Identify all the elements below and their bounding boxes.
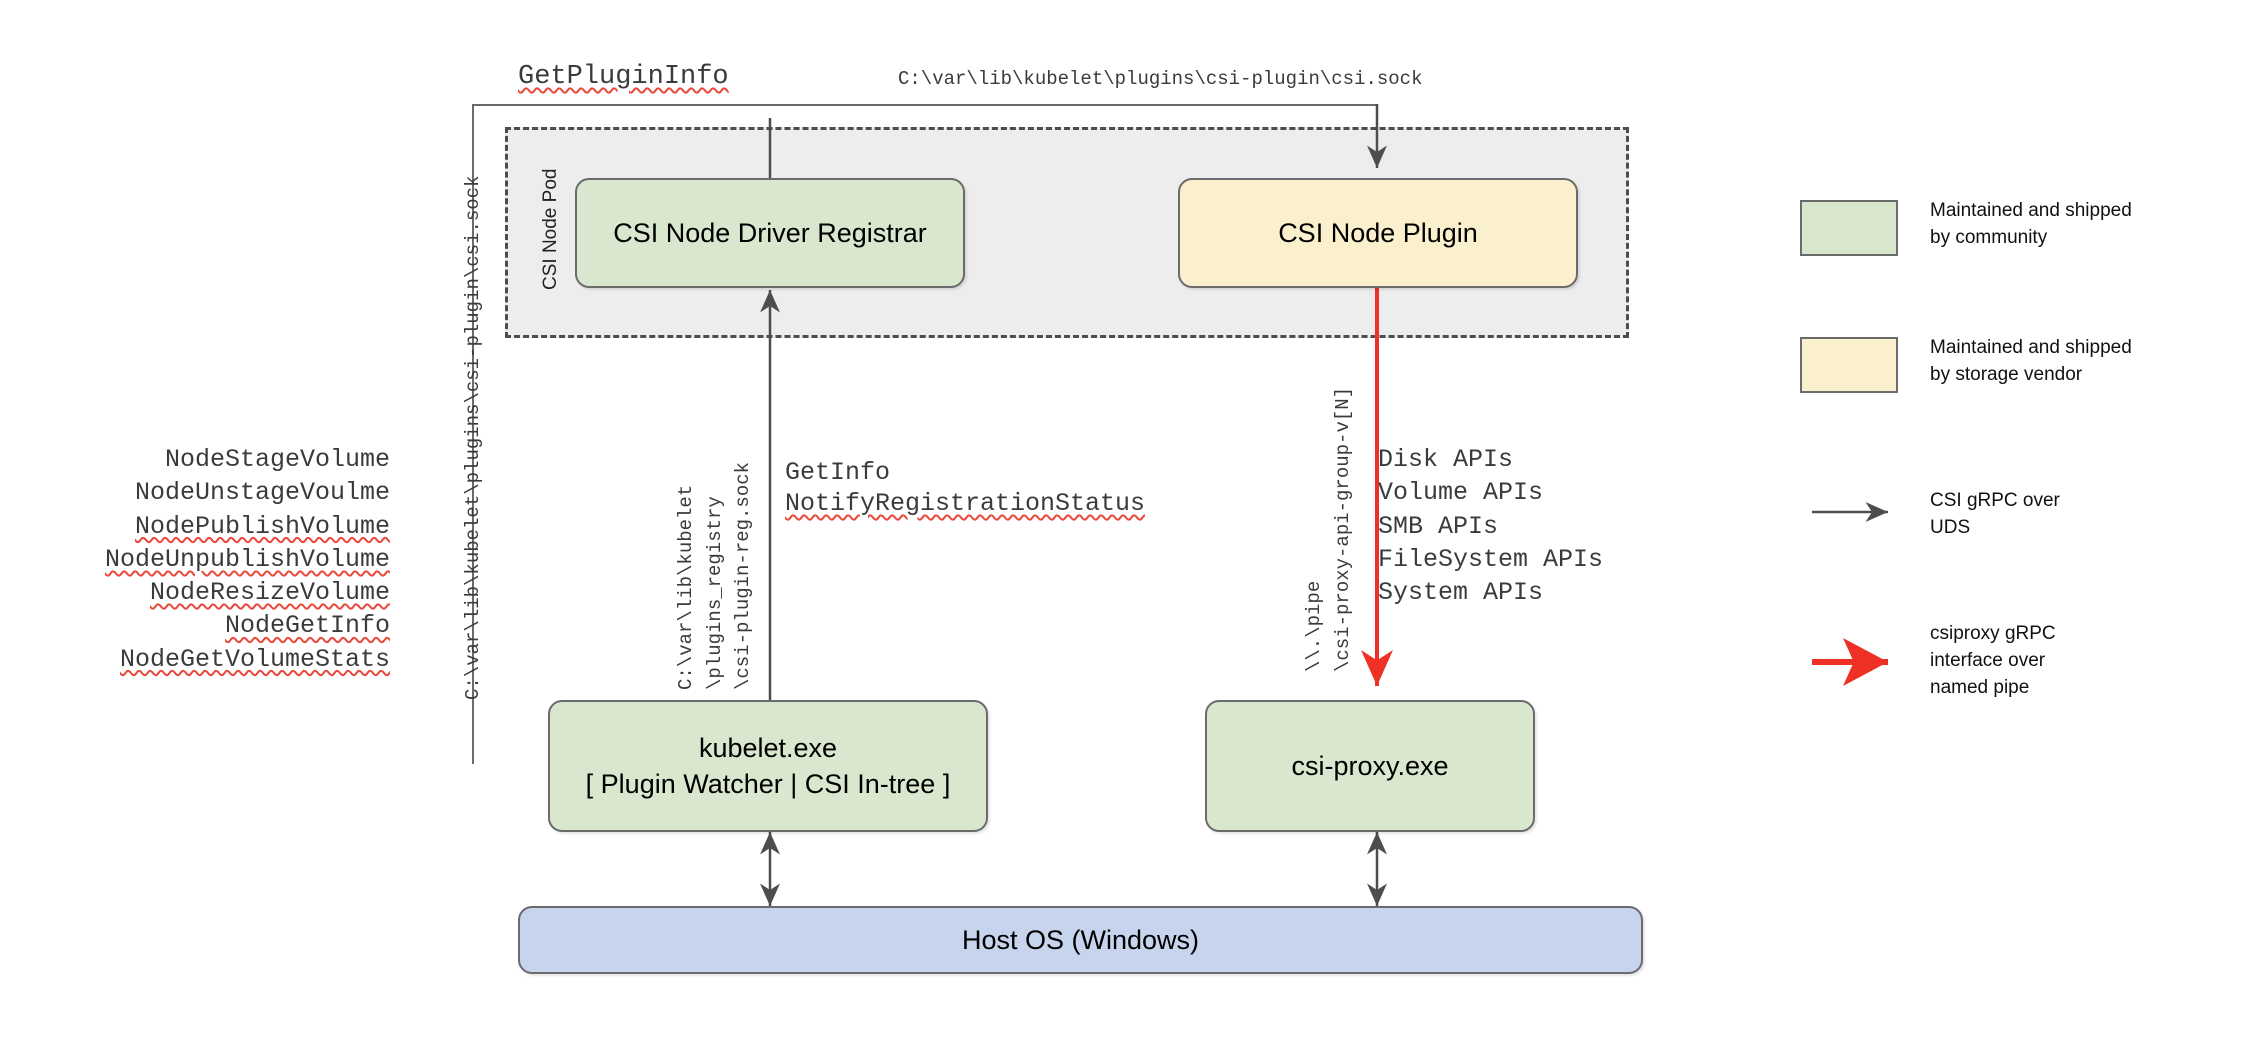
csi-node-pod-label: CSI Node Pod [540, 168, 561, 290]
node-kubelet-exe[interactable]: kubelet.exe [ Plugin Watcher | CSI In-tr… [548, 700, 988, 832]
label-named-pipe-path: \\.\pipe \csi-proxy-api-group-v[N] [1300, 387, 1357, 672]
csi-proxy-api-item: Volume APIs [1378, 478, 1544, 508]
label-left-socket-path: C:\var\lib\kubelet\plugins\csi-plugin\cs… [462, 175, 484, 701]
get-plugin-info-route [472, 104, 1378, 764]
csi-proxy-api-item: FileSystem APIs [1378, 544, 1604, 574]
node-csi-node-plugin[interactable]: CSI Node Plugin [1178, 178, 1578, 288]
kubelet-line-1: kubelet.exe [698, 732, 838, 763]
node-csi-node-driver-registrar[interactable]: CSI Node Driver Registrar [575, 178, 965, 288]
registry-path-line-3: \csi-plugin-reg.sock [732, 461, 754, 690]
label-get-info: GetInfo [785, 458, 891, 487]
node-label: Host OS (Windows) [961, 924, 1200, 955]
legend-text-vendor: Maintained and shipped by storage vendor [1930, 337, 2132, 385]
node-api-call-item: NodeUnpublishVolume [104, 544, 390, 574]
registry-path-line-2: \plugins_registry [703, 496, 726, 690]
node-label: csi-proxy.exe [1291, 750, 1449, 781]
legend-swatch-vendor [1800, 337, 1898, 393]
label-notify-registration-status: NotifyRegistrationStatus [785, 489, 1146, 518]
csi-proxy-api-item: SMB APIs [1378, 511, 1499, 541]
legend-text-community: Maintained and shipped by community [1930, 200, 2132, 248]
node-api-call-item: NodeResizeVolume [149, 578, 390, 607]
legend-swatch-community [1800, 200, 1898, 256]
node-api-call-item: NodeUnstageVoulme [134, 478, 390, 508]
legend-text-csi-grpc-uds: CSI gRPC over UDS [1930, 490, 2060, 538]
kubelet-line-2: [ Plugin Watcher | CSI In-tree ] [585, 769, 951, 799]
node-api-call-item: NodeStageVolume [164, 445, 390, 474]
csi-proxy-api-item: System APIs [1378, 578, 1544, 607]
node-api-call-item: NodeGetVolumeStats [119, 644, 390, 674]
node-label: CSI Node Driver Registrar [613, 217, 927, 248]
legend-text-csiproxy-named-pipe: csiproxy gRPC interface over named pipe [1930, 623, 2056, 698]
csi-proxy-api-item: Disk APIs [1378, 445, 1514, 474]
node-api-call-item: NodeGetInfo [224, 611, 390, 641]
registry-path-line-1: C:\var\lib\kubelet [675, 484, 697, 690]
node-api-call-item: NodePublishVolume [134, 511, 390, 541]
label-top-socket-path: C:\var\lib\kubelet\plugins\csi-plugin\cs… [898, 68, 1423, 90]
pipe-path-line-1: \\.\pipe [1303, 580, 1325, 672]
node-csi-proxy-exe[interactable]: csi-proxy.exe [1205, 700, 1535, 832]
node-label: CSI Node Plugin [1278, 217, 1478, 248]
node-host-os[interactable]: Host OS (Windows) [518, 906, 1643, 974]
label-plugins-registry-path: C:\var\lib\kubelet \plugins_registry \cs… [672, 462, 758, 690]
pipe-path-line-2: \csi-proxy-api-group-v[N] [1331, 386, 1354, 672]
label-get-plugin-info: GetPluginInfo [518, 62, 729, 92]
